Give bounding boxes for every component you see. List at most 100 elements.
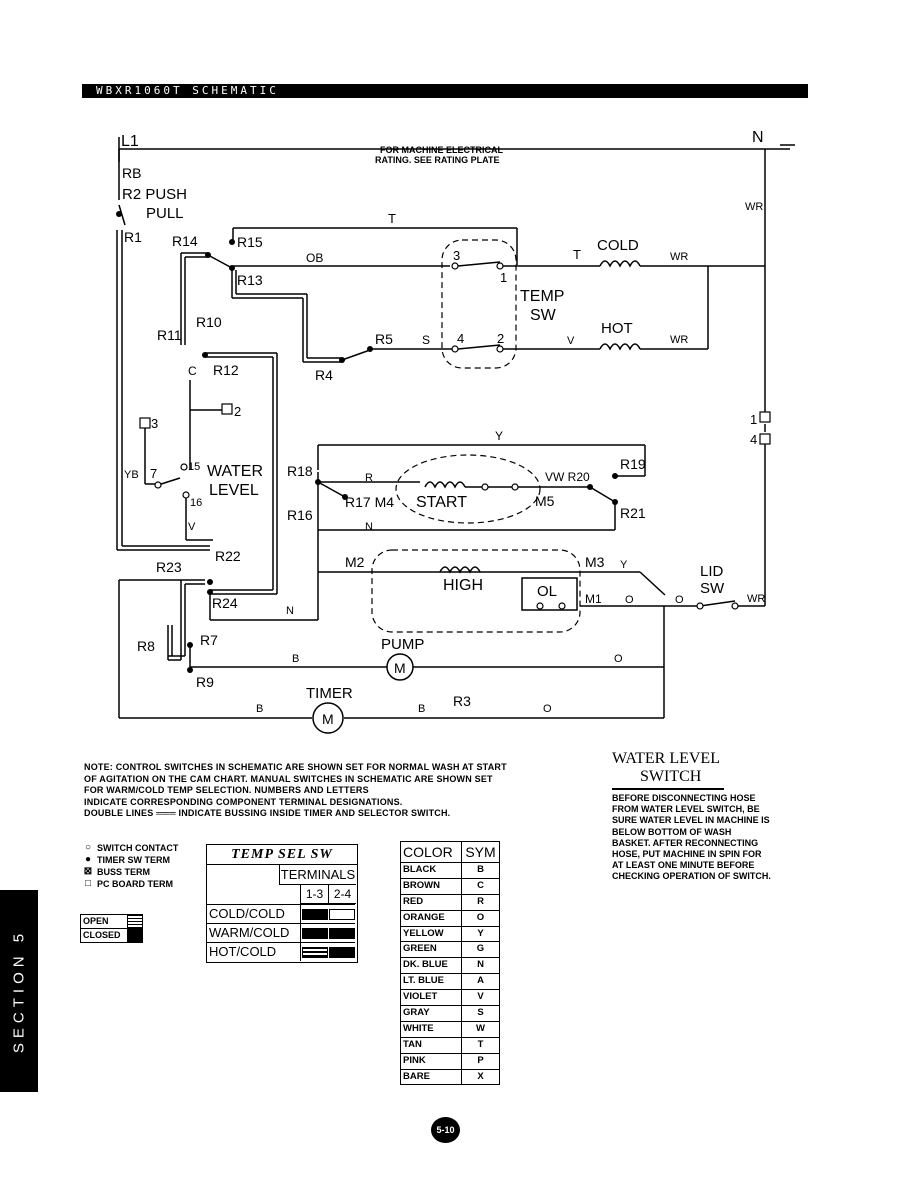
svg-text:T: T <box>388 211 396 226</box>
water-level-switch-title: WATER LEVEL SWITCH <box>612 750 720 785</box>
svg-text:LID: LID <box>700 563 724 580</box>
legend-item: ⊠BUSS TERM <box>83 866 151 877</box>
divider <box>612 788 724 790</box>
svg-text:M: M <box>394 660 406 676</box>
svg-text:WR: WR <box>670 251 688 263</box>
schematic-note: NOTE: CONTROL SWITCHES IN SCHEMATIC ARE … <box>84 762 507 818</box>
svg-text:SW: SW <box>700 580 725 597</box>
svg-text:R21: R21 <box>620 505 646 521</box>
svg-text:C: C <box>188 364 197 378</box>
svg-text:HOT: HOT <box>601 320 633 337</box>
open-closed-key: OPEN CLOSED <box>80 914 143 943</box>
svg-text:R12: R12 <box>213 362 239 378</box>
svg-text:N: N <box>365 521 373 533</box>
svg-text:R24: R24 <box>212 595 238 611</box>
svg-text:R22: R22 <box>215 548 241 564</box>
section-tab: SECTION 5 <box>0 890 38 1092</box>
symbol-legend: ○SWITCH CONTACT ●TIMER SW TERM ⊠BUSS TER… <box>82 842 179 890</box>
open-circle-icon: ○ <box>84 842 92 853</box>
svg-text:O: O <box>543 703 552 715</box>
table-row: COLD/COLD <box>207 904 355 923</box>
svg-text:R7: R7 <box>200 632 218 648</box>
svg-text:7: 7 <box>150 466 157 481</box>
svg-text:R13: R13 <box>237 272 263 288</box>
svg-text:4: 4 <box>750 432 757 447</box>
svg-text:R: R <box>365 472 373 484</box>
schematic-title-bar: WBXR1060T SCHEMATIC <box>82 84 808 98</box>
svg-text:R3: R3 <box>453 693 471 709</box>
svg-text:HIGH: HIGH <box>443 577 483 594</box>
svg-text:R11: R11 <box>157 327 182 343</box>
svg-text:Y: Y <box>495 429 503 443</box>
svg-text:TIMER: TIMER <box>306 685 353 702</box>
svg-text:Y: Y <box>620 559 628 571</box>
svg-text:WR: WR <box>747 593 765 605</box>
svg-text:N: N <box>286 605 294 617</box>
svg-text:S: S <box>422 333 430 347</box>
svg-text:PUMP: PUMP <box>381 636 424 653</box>
svg-text:R19: R19 <box>620 456 646 472</box>
svg-text:3: 3 <box>151 416 158 431</box>
svg-text:16: 16 <box>190 497 202 509</box>
closed-swatch <box>128 929 142 942</box>
svg-text:WATER: WATER <box>207 463 263 480</box>
svg-text:M1: M1 <box>585 592 602 606</box>
svg-text:R2 PUSH: R2 PUSH <box>122 186 187 203</box>
svg-text:R15: R15 <box>237 234 263 250</box>
filled-dot-icon: ● <box>84 854 92 865</box>
label-n: N <box>752 129 764 146</box>
buss-term-icon: ⊠ <box>83 866 93 877</box>
svg-text:M: M <box>322 711 334 727</box>
svg-text:R17 M4: R17 M4 <box>345 494 394 510</box>
svg-text:R16: R16 <box>287 507 313 523</box>
svg-text:O: O <box>625 594 634 606</box>
svg-text:R10: R10 <box>196 314 222 330</box>
svg-text:M5: M5 <box>535 493 555 509</box>
svg-text:2: 2 <box>234 404 241 419</box>
svg-text:R14: R14 <box>172 233 198 249</box>
svg-text:O: O <box>675 594 684 606</box>
svg-text:RB: RB <box>122 165 141 181</box>
svg-text:R9: R9 <box>196 674 214 690</box>
svg-text:R1: R1 <box>124 229 142 245</box>
svg-text:B: B <box>292 653 299 665</box>
svg-text:FOR MACHINE ELECTRICAL: FOR MACHINE ELECTRICAL <box>380 145 503 155</box>
wiring-schematic: L1 N FOR MACHINE ELECTRICAL RATING. SEE … <box>116 129 795 734</box>
svg-text:O: O <box>614 653 623 665</box>
svg-text:R4: R4 <box>315 367 333 383</box>
svg-text:15: 15 <box>188 461 200 473</box>
svg-text:LEVEL: LEVEL <box>209 482 259 499</box>
svg-text:R18: R18 <box>287 463 313 479</box>
label-l1: L1 <box>121 133 139 150</box>
legend-item: ○SWITCH CONTACT <box>82 842 178 854</box>
svg-text:RATING. SEE RATING PLATE: RATING. SEE RATING PLATE <box>375 155 500 165</box>
table-row: WARM/COLD <box>207 923 355 942</box>
svg-text:3: 3 <box>453 248 460 263</box>
svg-text:2: 2 <box>497 331 504 346</box>
svg-text:4: 4 <box>457 331 464 346</box>
table-row: HOT/COLD <box>207 942 355 961</box>
svg-text:V: V <box>188 521 196 533</box>
svg-text:1: 1 <box>750 412 757 427</box>
svg-text:YB: YB <box>124 469 139 481</box>
page-number: 5-10 <box>431 1117 460 1143</box>
svg-text:R8: R8 <box>137 638 155 654</box>
water-level-switch-text: BEFORE DISCONNECTING HOSE FROM WATER LEV… <box>612 793 771 882</box>
svg-text:T: T <box>573 247 581 262</box>
svg-text:B: B <box>418 703 425 715</box>
